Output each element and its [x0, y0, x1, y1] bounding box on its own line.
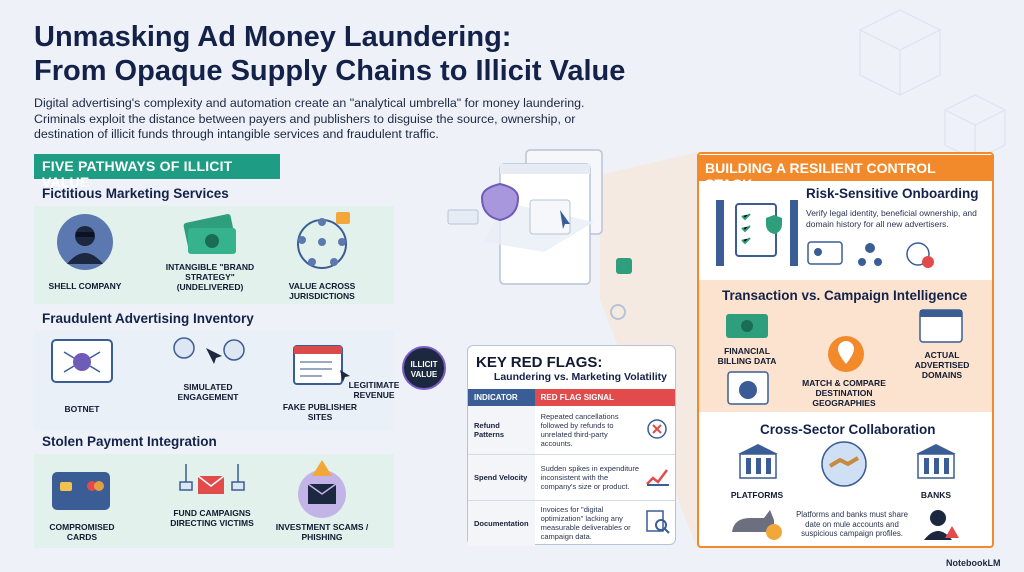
label-brand-strategy: INTANGIBLE "BRAND STRATEGY" (UNDELIVERED…	[165, 262, 255, 292]
label-simulated-engagement: SIMULATED ENGAGEMENT	[177, 382, 239, 402]
signal-cell: Repeated cancellations followed by refun…	[540, 411, 619, 448]
money-icon	[183, 214, 236, 254]
hacker-warning-icon	[924, 510, 959, 540]
table-row: Spend Velocity Sudden spikes in expendit…	[468, 453, 675, 500]
indicator-cell: Spend Velocity	[468, 453, 535, 500]
five-pathways-header: FIVE PATHWAYS OF ILLICIT VALUE	[34, 154, 280, 190]
col-red-flag-signal: RED FLAG SIGNAL	[534, 389, 675, 406]
label-platforms: PLATFORMS	[730, 490, 784, 500]
label-shell-company: SHELL COMPANY	[48, 281, 122, 291]
s2-title: Transaction vs. Campaign Intelligence	[722, 288, 968, 303]
network-globe-icon	[297, 212, 350, 269]
title-line-1: Unmasking Ad Money Laundering:	[34, 21, 512, 53]
billing-money-icon	[726, 314, 768, 338]
globe-monitor-icon	[727, 371, 769, 405]
label-value-jurisdictions: VALUE ACROSS JURISDICTIONS	[288, 281, 356, 301]
signal-cell: Invoices for "digital optimization" lack…	[534, 499, 645, 546]
s1-title: Risk-Sensitive Onboarding	[806, 186, 979, 201]
money-mule-icon	[732, 510, 782, 540]
location-pin-icon	[828, 336, 864, 372]
illicit-value-badge: ILLICIT VALUE	[402, 346, 446, 390]
section-title-stolen: Stolen Payment Integration	[42, 434, 217, 449]
platform-building-icon	[738, 444, 778, 479]
label-legitimate-revenue: LEGITIMATE REVENUE	[348, 380, 400, 400]
red-flags-title: KEY RED FLAGS:	[476, 354, 603, 371]
brand-label: NotebookLM	[946, 558, 1001, 568]
s3-text: Platforms and banks must share date on m…	[796, 510, 908, 538]
shell-company-icon	[57, 214, 113, 270]
label-investment-scams: INVESTMENT SCAMS / PHISHING	[275, 522, 369, 542]
title-line-2: From Opaque Supply Chains to Illicit Val…	[34, 55, 626, 87]
signal-cell: Sudden spikes in expenditure inconsisten…	[534, 453, 645, 500]
botnet-icon	[51, 339, 113, 383]
domain-browser-icon	[919, 309, 963, 343]
fund-campaign-icon	[179, 464, 245, 494]
bank-building-icon	[916, 444, 956, 479]
id-verify-icons	[807, 241, 934, 268]
fake-site-icon	[293, 345, 350, 385]
control-stack-header: BUILDING A RESILIENT CONTROL STACK	[697, 155, 994, 192]
section-title-fictitious: Fictitious Marketing Services	[42, 186, 229, 201]
s3-title: Cross-Sector Collaboration	[760, 422, 936, 437]
indicator-cell: Refund Patterns	[468, 406, 535, 454]
label-actual-domains: ACTUAL ADVERTISED DOMAINS	[914, 350, 970, 380]
spike-chart-icon	[645, 453, 675, 500]
label-botnet: BOTNET	[64, 404, 100, 414]
supply-chain-illustration	[447, 149, 632, 320]
label-fund-campaigns: FUND CAMPAIGNS DIRECTING VICTIMS	[170, 508, 254, 528]
credit-card-icon	[52, 472, 110, 510]
table-row: Refund Patterns Repeated cancellations f…	[468, 406, 675, 454]
label-financial-billing: FINANCIAL BILLING DATA	[717, 346, 777, 366]
table-row: Documentation Invoices for "digital opti…	[468, 499, 675, 546]
page-title: Unmasking Ad Money Laundering: From Opaq…	[34, 20, 754, 88]
intro-text: Digital advertising's complexity and aut…	[34, 96, 585, 141]
handshake-icon	[821, 441, 867, 487]
label-compromised-cards: COMPROMISED CARDS	[49, 522, 115, 542]
col-indicator: INDICATOR	[468, 389, 535, 406]
document-search-icon	[645, 499, 675, 546]
red-flags-subtitle: Laundering vs. Marketing Volatility	[493, 371, 667, 383]
engagement-icon	[173, 337, 245, 364]
label-match-compare: MATCH & COMPARE DESTINATION GEOGRAPHIES	[802, 378, 886, 408]
phishing-icon	[298, 460, 346, 518]
onboarding-gate-icon	[716, 200, 798, 266]
label-fake-publisher: FAKE PUBLISHER SITES	[282, 402, 358, 422]
refund-icon	[645, 406, 675, 454]
section-title-fraudulent: Fraudulent Advertising Inventory	[42, 311, 254, 326]
indicator-cell: Documentation	[468, 499, 535, 546]
red-flags-card: KEY RED FLAGS: Laundering vs. Marketing …	[467, 345, 676, 546]
s1-text: Verify legal identity, beneficial owners…	[806, 208, 977, 229]
label-banks: BANKS	[920, 490, 952, 500]
